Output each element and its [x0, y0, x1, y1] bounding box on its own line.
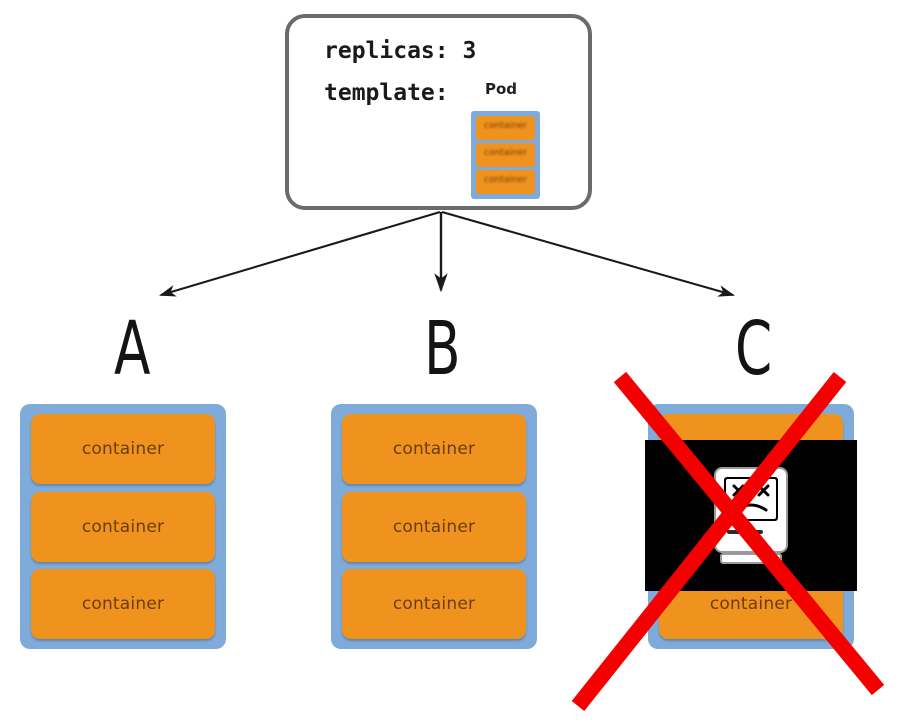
container-box: container: [342, 491, 526, 562]
mini-pod-label: Pod: [485, 80, 518, 98]
container-label: container: [709, 594, 793, 614]
container-box: container: [342, 414, 526, 484]
mini-pod-template: container container container: [471, 111, 540, 199]
mini-container-label: container: [484, 148, 527, 158]
pod-label-c: C: [735, 306, 773, 392]
replicaset-spec-card: replicas: 3 template: Pod container cont…: [285, 14, 592, 210]
mini-container: container: [476, 170, 535, 194]
sad-mac-icon: [714, 466, 788, 564]
arrow-to-c: [441, 210, 736, 297]
pod-b: container container container: [331, 404, 537, 649]
container-label: container: [81, 439, 165, 459]
mini-container: container: [476, 116, 535, 140]
arrow-to-a: [158, 210, 441, 297]
container-box: container: [342, 569, 526, 639]
spec-replicas-line: replicas: 3: [324, 38, 477, 64]
container-box: container: [31, 491, 215, 562]
pod-label-b: B: [424, 306, 461, 392]
crash-screen-overlay: [645, 440, 857, 591]
container-label: container: [81, 594, 165, 614]
container-label: container: [392, 516, 476, 537]
pod-label-a: A: [114, 306, 151, 392]
pod-a: container container container: [20, 404, 226, 649]
container-box: container: [31, 569, 215, 639]
container-box: container: [31, 414, 215, 484]
mini-container-label: container: [484, 121, 527, 131]
spec-template-line: template:: [324, 80, 449, 106]
container-label: container: [392, 439, 476, 459]
mini-container: container: [476, 143, 535, 167]
container-label: container: [81, 516, 165, 537]
mini-container-label: container: [484, 175, 527, 185]
container-label: container: [392, 594, 476, 614]
